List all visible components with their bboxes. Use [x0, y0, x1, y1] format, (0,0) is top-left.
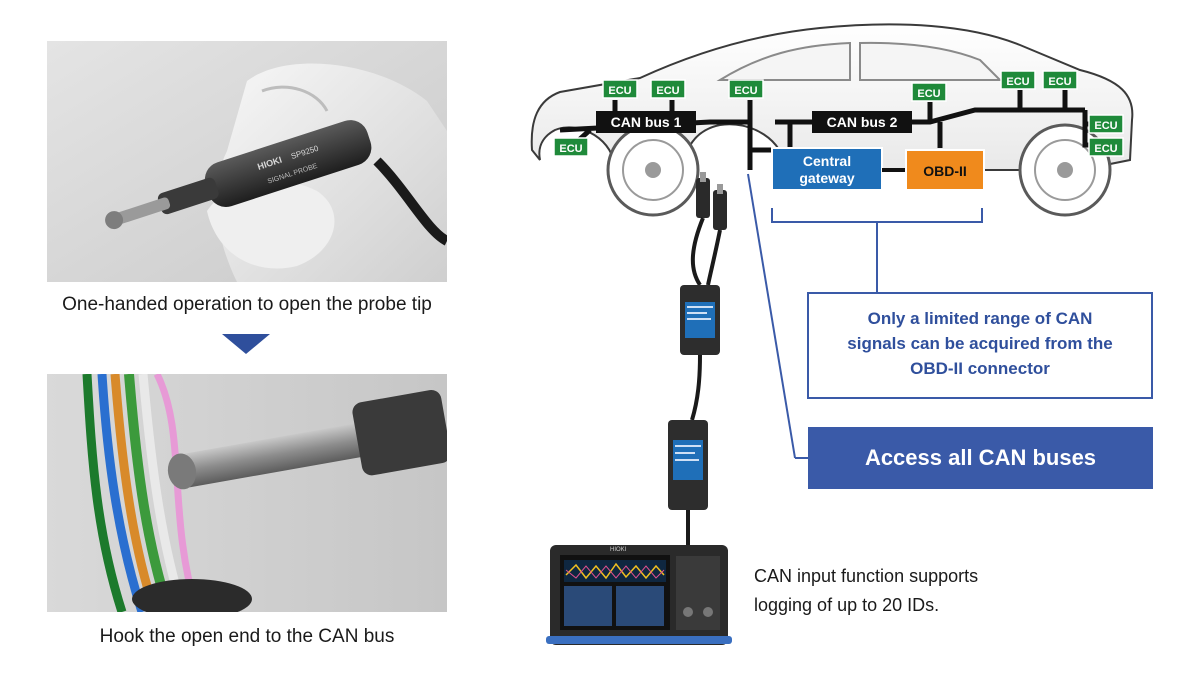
ecu-6: ECU	[1000, 70, 1036, 90]
ecu-4: ECU	[553, 137, 589, 157]
ecu-group: ECU ECU ECU ECU ECU ECU ECU ECU ECU	[553, 70, 1124, 157]
svg-text:ECU: ECU	[1094, 143, 1117, 155]
ecu-7: ECU	[1042, 70, 1078, 90]
note-line-3: OBD-II connector	[910, 359, 1050, 378]
desc-line-1: CAN input function supports	[754, 566, 979, 586]
desc-line-2: logging of up to 20 IDs.	[754, 595, 940, 615]
can-bus-2-label: CAN bus 2	[827, 114, 898, 130]
probe-photo: HIOKI SP9250 SIGNAL PROBE	[47, 41, 447, 282]
car-diagram: ECU ECU ECU ECU ECU ECU ECU ECU ECU CAN …	[530, 23, 1134, 645]
svg-text:ECU: ECU	[1094, 120, 1117, 132]
wires-photo	[47, 374, 447, 612]
svg-text:ECU: ECU	[608, 85, 631, 97]
svg-text:ECU: ECU	[1006, 76, 1029, 88]
svg-text:ECU: ECU	[1048, 76, 1071, 88]
access-line	[747, 173, 796, 459]
down-arrow-icon	[222, 334, 270, 354]
note-line-1: Only a limited range of CAN	[867, 309, 1093, 328]
ecu-5: ECU	[911, 82, 947, 102]
data-logger: HIOKI	[546, 545, 732, 645]
svg-text:ECU: ECU	[734, 85, 757, 97]
ecu-9: ECU	[1088, 137, 1124, 157]
can-unit	[668, 420, 708, 550]
ecu-3: ECU	[728, 79, 764, 99]
logger-brand: HIOKI	[610, 547, 627, 553]
access-all-can-buses-box: Access all CAN buses	[808, 427, 1153, 489]
gateway-line1: Central	[803, 153, 851, 169]
svg-text:ECU: ECU	[656, 85, 679, 97]
ecu-1: ECU	[602, 79, 638, 99]
ecu-8: ECU	[1088, 114, 1124, 134]
svg-text:ECU: ECU	[917, 88, 940, 100]
probe-clips	[690, 172, 727, 287]
svg-text:ECU: ECU	[559, 143, 582, 155]
obd-limitation-note: Only a limited range of CAN signals can …	[807, 292, 1153, 399]
obd-ii-box	[905, 149, 985, 191]
bottom-caption: Hook the open end to the CAN bus	[99, 626, 395, 647]
wheels	[606, 123, 1112, 217]
obd-ii-label: OBD-II	[923, 163, 967, 179]
bracket	[771, 208, 983, 223]
can-adapter	[680, 285, 720, 421]
logger-description: CAN input function supports logging of u…	[754, 562, 1054, 620]
gateway-line2: gateway	[799, 170, 854, 186]
note-line-2: signals can be acquired from the	[847, 334, 1113, 353]
top-caption: One-handed operation to open the probe t…	[62, 294, 432, 315]
ecu-2: ECU	[650, 79, 686, 99]
can-bus-1-label: CAN bus 1	[611, 114, 682, 130]
central-gateway-box	[771, 147, 883, 191]
